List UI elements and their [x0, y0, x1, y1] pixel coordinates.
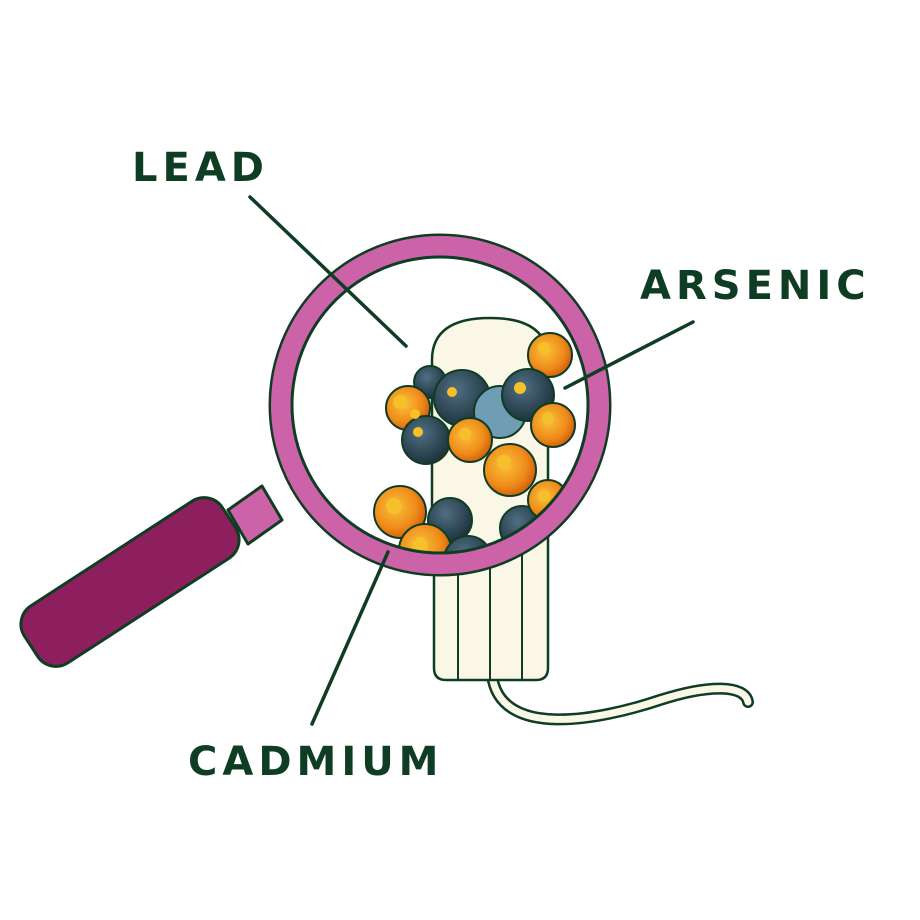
- cadmium-label: CADMIUM: [188, 739, 444, 785]
- arsenic-callout-line: [563, 320, 695, 390]
- magnifier-handle: [19, 484, 284, 668]
- lead-label: LEAD: [132, 145, 269, 191]
- handle-neck: [226, 484, 284, 546]
- arsenic-label: ARSENIC: [640, 263, 871, 309]
- lens-ring-outer-outline: [268, 233, 612, 577]
- cadmium-callout-line: [310, 550, 390, 726]
- tampon-string-fill: [488, 671, 752, 723]
- metal-particles-icon: [373, 332, 576, 553]
- lens-ring: [271, 236, 609, 574]
- magnifying-glass-icon: [268, 233, 612, 577]
- handle-grip: [19, 496, 241, 668]
- lens-ring-inner-outline: [290, 255, 590, 555]
- lead-callout-line: [248, 195, 408, 348]
